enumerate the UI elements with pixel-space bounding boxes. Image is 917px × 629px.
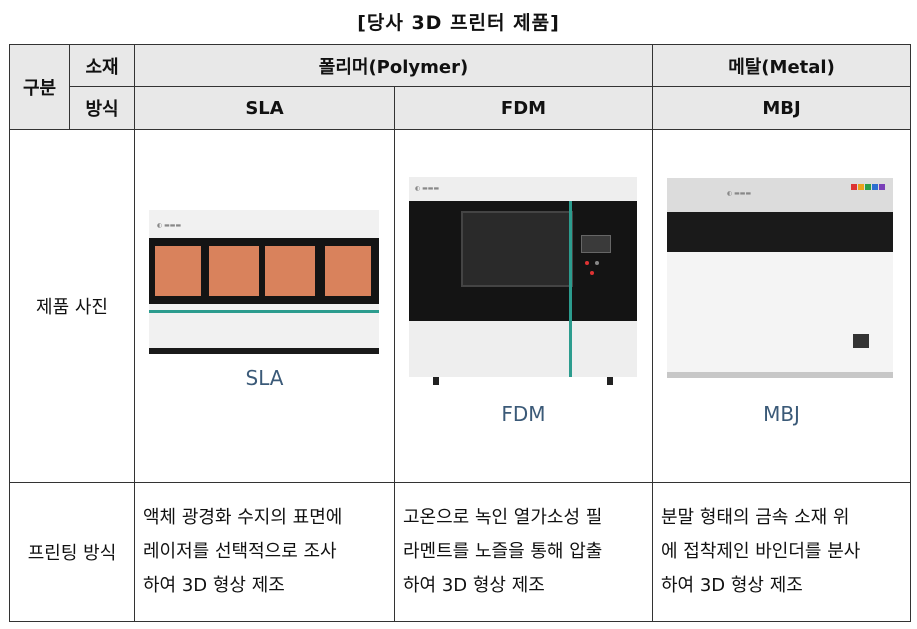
sla-printer-image: ◐ ▬▬▬ [149,210,379,354]
fdm-desc-line: 하여 3D 형상 제조 [403,575,545,596]
fdm-description: 고온으로 녹인 열가소성 필 라멘트를 노즐을 통해 압출 하여 3D 형상 제… [394,482,653,622]
mbj-desc-line: 분말 형태의 금속 소재 위 [661,507,850,528]
photo-row-label: 제품 사진 [9,129,135,483]
metal-header: 메탈(Metal) [652,44,911,87]
fdm-logo: ◐ ▬▬▬ [415,185,440,192]
product-table: 구분 소재 폴리머(Polymer) 메탈(Metal) 방식 SLA FDM … [9,44,911,622]
sla-desc-line: 액체 광경화 수지의 표면에 [143,507,343,528]
mbj-desc-line: 하여 3D 형상 제조 [661,575,803,596]
sla-desc-line: 하여 3D 형상 제조 [143,575,285,596]
mbj-header: MBJ [652,86,911,130]
mbj-photo-caption: MBJ [763,402,800,426]
mbj-logo: ◐ ▬▬▬ [727,190,752,197]
sla-photo-caption: SLA [245,366,284,390]
fdm-printer-image: ◐ ▬▬▬ [409,177,637,385]
table-caption: [당사 3D 프린터 제품] [357,12,560,34]
sla-photo-cell: ◐ ▬▬▬ SLA [134,129,395,483]
mbj-description: 분말 형태의 금속 소재 위 에 접착제인 바인더를 분사 하여 3D 형상 제… [652,482,911,622]
category-header: 구분 [9,44,70,130]
mbj-desc-line: 에 접착제인 바인더를 분사 [661,541,861,562]
fdm-photo-caption: FDM [501,402,546,426]
method-header: 방식 [69,86,135,130]
printing-row-label: 프린팅 방식 [9,482,135,622]
sla-header: SLA [134,86,395,130]
fdm-desc-line: 라멘트를 노즐을 통해 압출 [403,541,603,562]
sla-logo: ◐ ▬▬▬ [157,222,182,229]
fdm-header: FDM [394,86,653,130]
polymer-header: 폴리머(Polymer) [134,44,653,87]
mbj-printer-image: ◐ ▬▬▬ [667,178,893,378]
sla-description: 액체 광경화 수지의 표면에 레이저를 선택적으로 조사 하여 3D 형상 제조 [134,482,395,622]
fdm-photo-cell: ◐ ▬▬▬ FDM [394,129,653,483]
mbj-photo-cell: ◐ ▬▬▬ MBJ [652,129,911,483]
sla-desc-line: 레이저를 선택적으로 조사 [143,541,337,562]
fdm-desc-line: 고온으로 녹인 열가소성 필 [403,507,603,528]
material-header: 소재 [69,44,135,87]
